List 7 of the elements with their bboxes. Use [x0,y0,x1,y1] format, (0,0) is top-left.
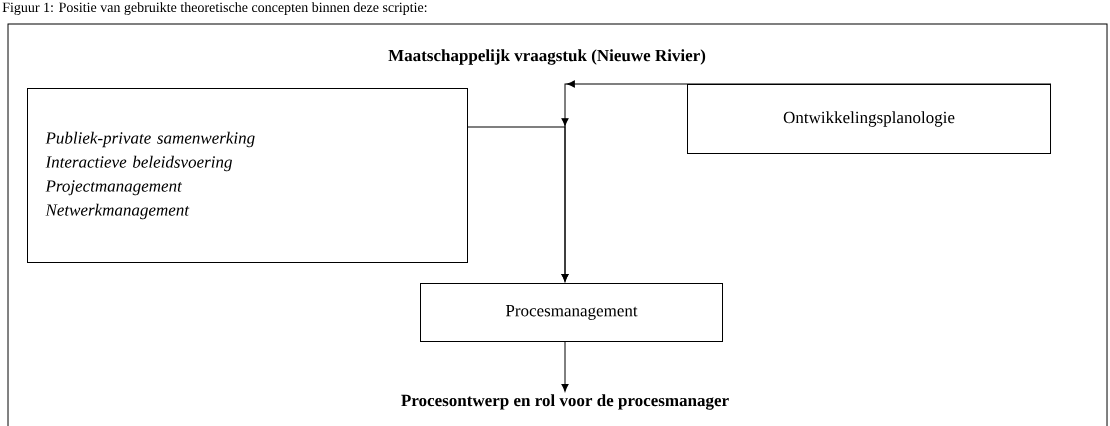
outcome-text: Procesontwerp en rol voor de procesmanager [401,394,729,410]
figure-caption: Figuur 1: Positie van gebruikte theoretische concepten binnen deze scriptie: [2,2,427,15]
concept-list-box: Publiek-private samenwerking Interactieve beleidsvoering Projectmanagement Netwerkmanagement [27,88,468,263]
concept-box: Procesmanagement [420,283,723,342]
arrow [561,341,569,392]
concept-box: Ontwikkelingsplanologie [687,84,1051,154]
arrow [467,118,569,282]
